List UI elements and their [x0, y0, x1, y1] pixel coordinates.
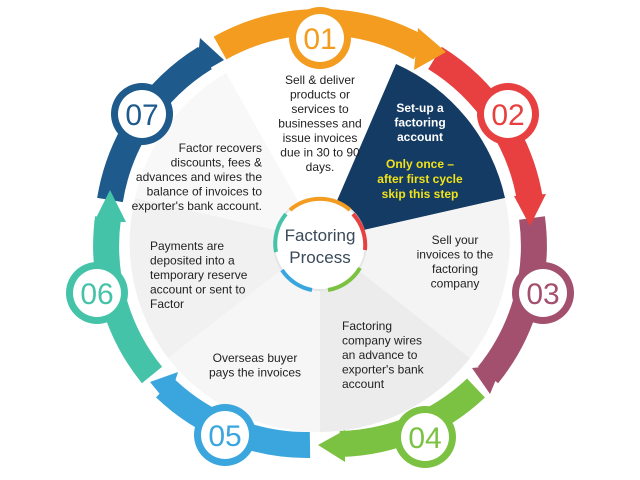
- step-text-line: Set-up a: [396, 101, 444, 115]
- step-text-line: account: [397, 130, 443, 144]
- step-text-line: exporter's bank: [342, 363, 425, 377]
- step-text-line: factoring: [394, 116, 445, 130]
- step-node-02: 02: [477, 83, 539, 145]
- step-text-line: an advance to: [342, 348, 418, 362]
- step-text-line: products or: [290, 88, 350, 102]
- step-text-line: temporary reserve: [150, 268, 248, 282]
- step-text-line: invoices to the: [417, 248, 494, 262]
- segment-wedge-05: [168, 240, 320, 433]
- step-text-line: Factoring: [342, 319, 392, 333]
- step-text-line: services to: [291, 102, 349, 116]
- step-text-line: company wires: [342, 334, 422, 348]
- step-number: 03: [526, 278, 559, 311]
- step-node-face: [73, 269, 121, 317]
- center-ring-blue: [280, 268, 313, 292]
- center-title-line2: Process: [289, 248, 350, 267]
- step-number: 06: [80, 278, 113, 311]
- step-node-face: [118, 90, 166, 138]
- step-text-line: days.: [306, 160, 335, 174]
- step-text-line: due in 30 to 90: [280, 146, 360, 160]
- step-node-04: 04: [394, 406, 456, 468]
- center-ring-green: [327, 266, 362, 292]
- step-node-05: 05: [194, 404, 256, 466]
- arrow-head-07: [196, 38, 224, 76]
- step-text-line: pays the invoices: [209, 366, 301, 380]
- segment-wedge-02: [320, 64, 505, 240]
- segment-wedge-07: [135, 73, 320, 240]
- step-node-07: 07: [111, 83, 173, 145]
- step-number: 01: [303, 23, 336, 56]
- step-node-06: 06: [66, 262, 128, 324]
- step-number: 04: [408, 422, 441, 455]
- arrow-head-05: [150, 372, 178, 404]
- setup-once-note-line: skip this step: [382, 187, 459, 201]
- step-number: 05: [208, 420, 241, 453]
- center-ring-teal: [273, 212, 288, 253]
- step-nodes: 01 02 03 04 05 06 07: [66, 7, 574, 468]
- step-text-line: Overseas buyer: [213, 351, 298, 365]
- step-text-line: businesses and: [278, 117, 361, 131]
- center-ring-red: [351, 212, 368, 251]
- step-text-line: account: [342, 377, 385, 391]
- step-text-line: balance of invoices to: [147, 185, 263, 199]
- arrow-head-04: [318, 430, 345, 462]
- step-text-line: Factor: [150, 297, 184, 311]
- step-node-face: [401, 413, 449, 461]
- step-text-line: Sell & deliver: [285, 73, 355, 87]
- step-text-line: account or sent to: [150, 283, 246, 297]
- arrow-head-06: [94, 190, 126, 222]
- step-text-line: company: [431, 277, 480, 291]
- segment-wedge-03: [320, 198, 510, 358]
- center-ring-orange: [288, 196, 352, 212]
- step-node-face: [519, 269, 567, 317]
- step-text-line: Payments are: [150, 239, 224, 253]
- center-title-line1: Factoring: [285, 226, 356, 245]
- step-text-line: discounts, fees &: [171, 156, 262, 170]
- step-text-line: Factor recovers: [179, 141, 262, 155]
- arrow-head-02: [514, 194, 546, 226]
- setup-once-note-line: after first cycle: [377, 172, 463, 186]
- segment-wedge-06: [129, 198, 320, 358]
- segment-wedge-04: [320, 240, 470, 432]
- step-node-01: 01: [289, 7, 351, 69]
- step-text-line: advances and wires the: [136, 170, 262, 184]
- segment-wedge-01: [226, 48, 396, 241]
- step-text-line: factoring: [432, 262, 478, 276]
- step-text-line: deposited into a: [150, 254, 235, 268]
- step-number: 07: [125, 99, 158, 132]
- step-text-line: exporter's bank account.: [132, 199, 262, 213]
- step-text-line: Sell your: [432, 233, 479, 247]
- setup-once-note-line: Only once –: [386, 157, 454, 171]
- arrow-head-03: [472, 365, 502, 394]
- step-text-line: issue invoices: [283, 131, 358, 145]
- arrow-head-01: [414, 28, 446, 70]
- segment-wedges: [129, 48, 510, 433]
- step-node-face: [201, 411, 249, 459]
- step-node-face: [296, 14, 344, 62]
- center-hub: Factoring Process: [273, 196, 368, 292]
- arrow-heads: [94, 28, 546, 462]
- step-node-03: 03: [512, 262, 574, 324]
- step-node-face: [484, 90, 532, 138]
- step-number: 02: [491, 99, 524, 132]
